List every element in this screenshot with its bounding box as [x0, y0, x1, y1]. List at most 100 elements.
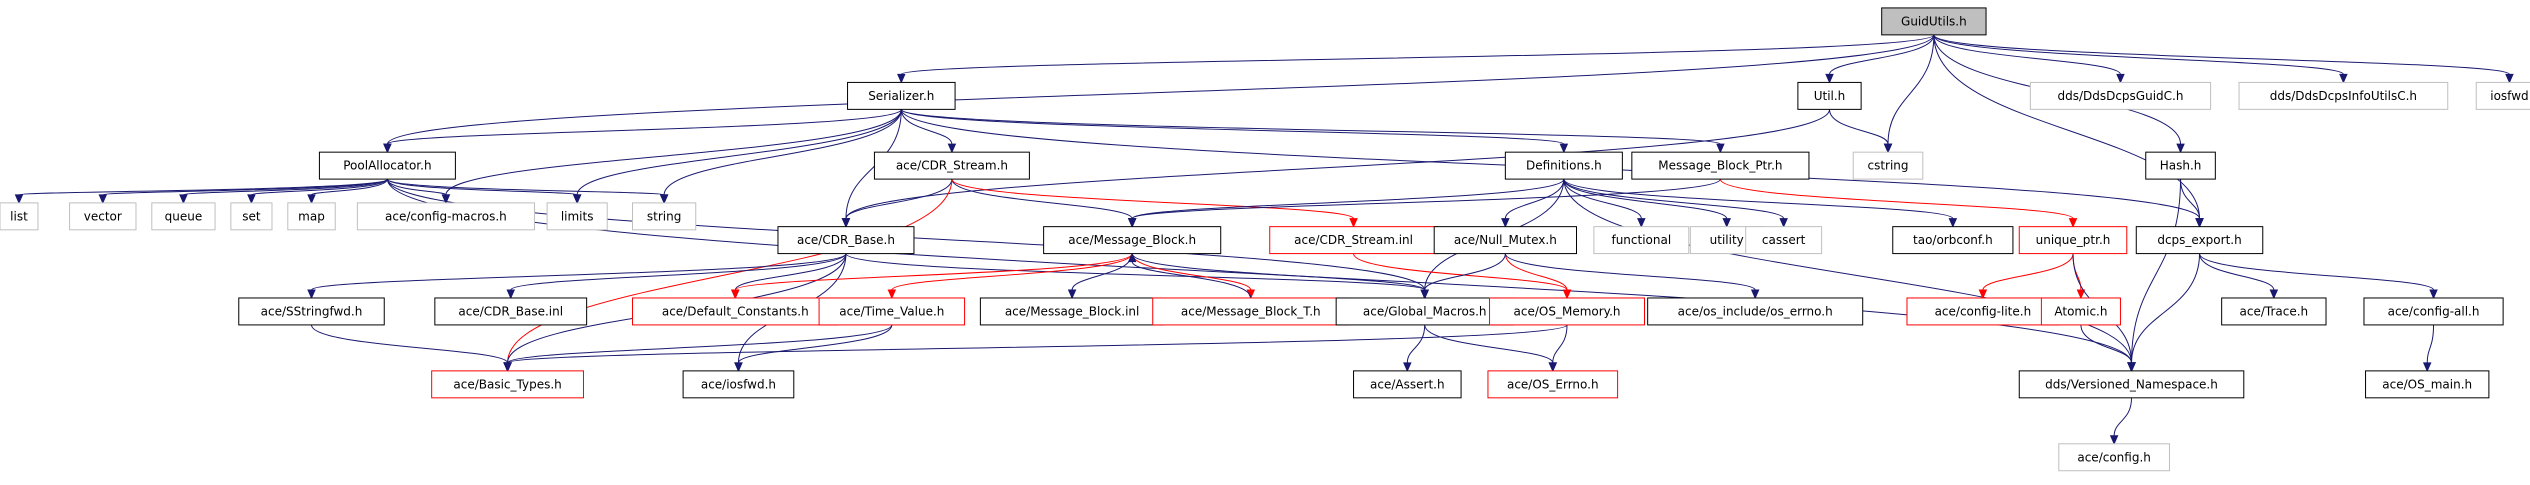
edge-ace-cdr-stream-h-to-ace-cdr-stream-inl [951, 178, 1355, 220]
edge-ace-cdr-stream-h-to-ace-message-block-h [951, 178, 1133, 220]
node-ace-os-main-h[interactable]: ace/OS_main.h [2365, 370, 2490, 399]
node-ace-assert-h[interactable]: ace/Assert.h [1353, 370, 1462, 399]
node-box [287, 202, 336, 231]
edge-ace-null-mutex-h-to-ace-os-memory-h [1504, 253, 1568, 291]
arrowhead-serializer-h-to-definitions-h [1559, 143, 1569, 154]
node-dds-versioned-namespace-h[interactable]: dds/Versioned_Namespace.h [2018, 370, 2245, 399]
arrowhead-ace-os-memory-h-to-ace-basic-types-h [503, 362, 512, 373]
node-box [1631, 151, 1810, 180]
arrowhead-unique-ptr-h-to-ace-config-lite-h [1978, 289, 1988, 300]
node-ace-global-macros-h[interactable]: ace/Global_Macros.h [1335, 297, 1514, 326]
node-ace-iosfwd-h[interactable]: ace/iosfwd.h [682, 370, 795, 399]
edge-definitions-h-to-dds-versioned-namespace-h [1563, 179, 2133, 363]
edge-dcps-export-h-to-dds-versioned-namespace-h [2131, 253, 2201, 363]
node-box [979, 297, 1165, 326]
node-ace-cdr-stream-h[interactable]: ace/CDR_Stream.h [873, 151, 1030, 180]
edge-ace-message-block-h-to-ace-time-value-h [891, 253, 1133, 291]
arrowhead-poolallocator-h-to-map [307, 194, 316, 205]
node-message-block-ptr-h[interactable]: Message_Block_Ptr.h [1631, 151, 1810, 180]
node-ace-cdr-base-h[interactable]: ace/CDR_Base.h [777, 226, 915, 255]
node-label: utility [1710, 233, 1744, 247]
node-ace-cdr-base-inl[interactable]: ace/CDR_Base.inl [434, 297, 588, 326]
node-ace-config-lite-h[interactable]: ace/config-lite.h [1906, 297, 2060, 326]
arrowhead-ace-null-mutex-h-to-ace-os-include-os-errno-h [1750, 289, 1760, 300]
node-box [230, 202, 273, 231]
edge-poolallocator-h-to-ace-config-macros-h [386, 178, 447, 196]
node-ace-default-constants-h[interactable]: ace/Default_Constants.h [632, 297, 839, 326]
node-box [151, 202, 216, 231]
node-serializer-h[interactable]: Serializer.h [847, 81, 956, 110]
node-util-h[interactable]: Util.h [1797, 81, 1862, 110]
edge-ace-global-macros-h-to-ace-os-errno-h [1424, 324, 1554, 364]
node-label: string [647, 209, 681, 223]
node-box [2058, 443, 2170, 472]
node-ace-message-block-inl[interactable]: ace/Message_Block.inl [979, 297, 1165, 326]
node-poolallocator-h[interactable]: PoolAllocator.h [318, 151, 456, 180]
edge-guidutils-h-to-dds-ddsdcpsguidc-h [1933, 34, 2121, 75]
node-dds-ddsdcpsguidc-h: dds/DdsDcpsGuidC.h [2029, 81, 2212, 110]
arrowhead-atomic-h-to-dds-versioned-namespace-h [2127, 362, 2136, 373]
edge-ace-message-block-h-to-ace-message-block-t-h [1131, 253, 1252, 291]
node-label: ace/OS_Memory.h [1514, 304, 1621, 318]
node-ace-time-value-h[interactable]: ace/Time_Value.h [818, 297, 966, 326]
node-label: GuidUtils.h [1901, 14, 1967, 28]
node-dds-ddsdcpsinfoutilsc-h: dds/DdsDcpsInfoUtilsC.h [2238, 81, 2449, 110]
node-box [1745, 226, 1823, 255]
node-label: ace/OS_Errno.h [1507, 377, 1599, 391]
node-label: ace/Global_Macros.h [1363, 304, 1487, 318]
edge-dcps-export-h-to-ace-config-all-h [2199, 253, 2435, 291]
edge-serializer-h-to-message-block-ptr-h [900, 108, 1721, 145]
node-ace-message-block-h[interactable]: ace/Message_Block.h [1043, 226, 1222, 255]
node-ace-message-block-t-h[interactable]: ace/Message_Block_T.h [1152, 297, 1350, 326]
node-box [2040, 297, 2121, 326]
node-box [1043, 226, 1222, 255]
node-box [1881, 7, 1987, 36]
node-ace-os-include-os-errno-h[interactable]: ace/os_include/os_errno.h [1647, 297, 1864, 326]
node-label: ace/config-all.h [2388, 304, 2480, 318]
node-label: list [10, 209, 28, 223]
arrowhead-definitions-h-to-cassert [1779, 218, 1788, 228]
node-ace-null-mutex-h[interactable]: ace/Null_Mutex.h [1433, 226, 1578, 255]
node-ace-os-errno-h[interactable]: ace/OS_Errno.h [1487, 370, 1619, 399]
arrowhead-hash-h-to-dcps-export-h [2195, 218, 2204, 228]
node-set: set [230, 202, 273, 231]
edge-guidutils-h-to-serializer-h [900, 34, 1935, 75]
node-unique-ptr-h[interactable]: unique_ptr.h [2018, 226, 2128, 255]
node-box [356, 202, 535, 231]
edge-ace-message-block-h-to-ace-default-constants-h [734, 253, 1133, 291]
node-ace-cdr-stream-inl[interactable]: ace/CDR_Stream.inl [1269, 226, 1438, 255]
node-box [1269, 226, 1438, 255]
node-label: Util.h [1814, 89, 1846, 103]
node-label: vector [84, 209, 122, 223]
node-definitions-h[interactable]: Definitions.h [1504, 151, 1623, 180]
node-box [238, 297, 385, 326]
arrowhead-ace-message-block-t-h-to-ace-message-block-h [1127, 252, 1137, 263]
arrowhead-poolallocator-h-to-limits [572, 194, 582, 205]
arrowhead-ace-config-all-h-to-ace-os-main-h [2422, 362, 2432, 373]
node-label: ace/CDR_Base.inl [458, 304, 563, 318]
node-ace-config-all-h[interactable]: ace/config-all.h [2363, 297, 2504, 326]
node-ace-sstringfwd-h[interactable]: ace/SStringfwd.h [238, 297, 385, 326]
node-box [434, 297, 588, 326]
node-dcps-export-h[interactable]: dcps_export.h [2135, 226, 2264, 255]
edge-serializer-h-to-ace-config-macros-h [445, 109, 902, 195]
node-label: ace/config-lite.h [1935, 304, 2032, 318]
edge-definitions-h-to-utility [1563, 178, 1728, 219]
node-guidutils-h[interactable]: GuidUtils.h [1881, 7, 1987, 36]
node-tao-orbconf-h[interactable]: tao/orbconf.h [1892, 226, 2014, 255]
node-ace-basic-types-h[interactable]: ace/Basic_Types.h [431, 370, 584, 399]
node-hash-h[interactable]: Hash.h [2145, 151, 2216, 180]
node-ace-trace-h[interactable]: ace/Trace.h [2221, 297, 2327, 326]
node-label: ace/OS_main.h [2382, 377, 2472, 391]
node-label: Hash.h [2160, 159, 2202, 173]
node-box [1593, 226, 1690, 255]
arrowhead-ace-null-mutex-h-to-ace-global-macros-h [1420, 289, 1429, 300]
edge-poolallocator-h-to-vector [102, 178, 388, 196]
edge-util-h-to-ace-cdr-base-h [845, 109, 1831, 219]
node-ace-os-memory-h[interactable]: ace/OS_Memory.h [1489, 297, 1645, 326]
node-atomic-h[interactable]: Atomic.h [2040, 297, 2121, 326]
node-label: set [242, 209, 261, 223]
node-box [2018, 226, 2128, 255]
arrowhead-ace-global-macros-h-to-ace-assert-h [1403, 362, 1412, 373]
